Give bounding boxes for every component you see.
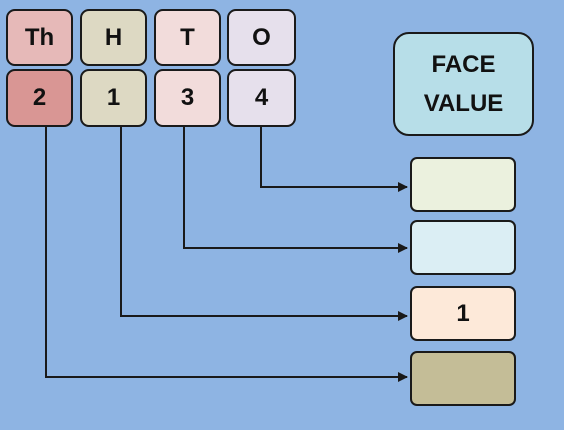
header-ones: O	[227, 9, 296, 66]
header-tens: T	[154, 9, 221, 66]
answer-box-ones[interactable]	[410, 157, 516, 212]
face-value-line2: VALUE	[423, 90, 504, 117]
arrow-tens-to-answer	[183, 127, 408, 253]
header-thousands: Th	[6, 9, 73, 66]
answer-box-tens[interactable]	[410, 220, 516, 275]
arrow-hundreds-to-answer	[120, 127, 408, 321]
face-value-title: FACE VALUE	[393, 32, 534, 136]
arrow-ones-to-answer	[260, 127, 408, 192]
header-hundreds: H	[80, 9, 147, 66]
digit-tens: 3	[154, 69, 221, 127]
face-value-line1: FACE	[431, 51, 496, 78]
digit-thousands: 2	[6, 69, 73, 127]
digit-hundreds: 1	[80, 69, 147, 127]
arrow-thousands-to-answer	[45, 127, 408, 382]
digit-ones: 4	[227, 69, 296, 127]
answer-box-thousands[interactable]	[410, 351, 516, 406]
answer-box-hundreds[interactable]: 1	[410, 286, 516, 341]
